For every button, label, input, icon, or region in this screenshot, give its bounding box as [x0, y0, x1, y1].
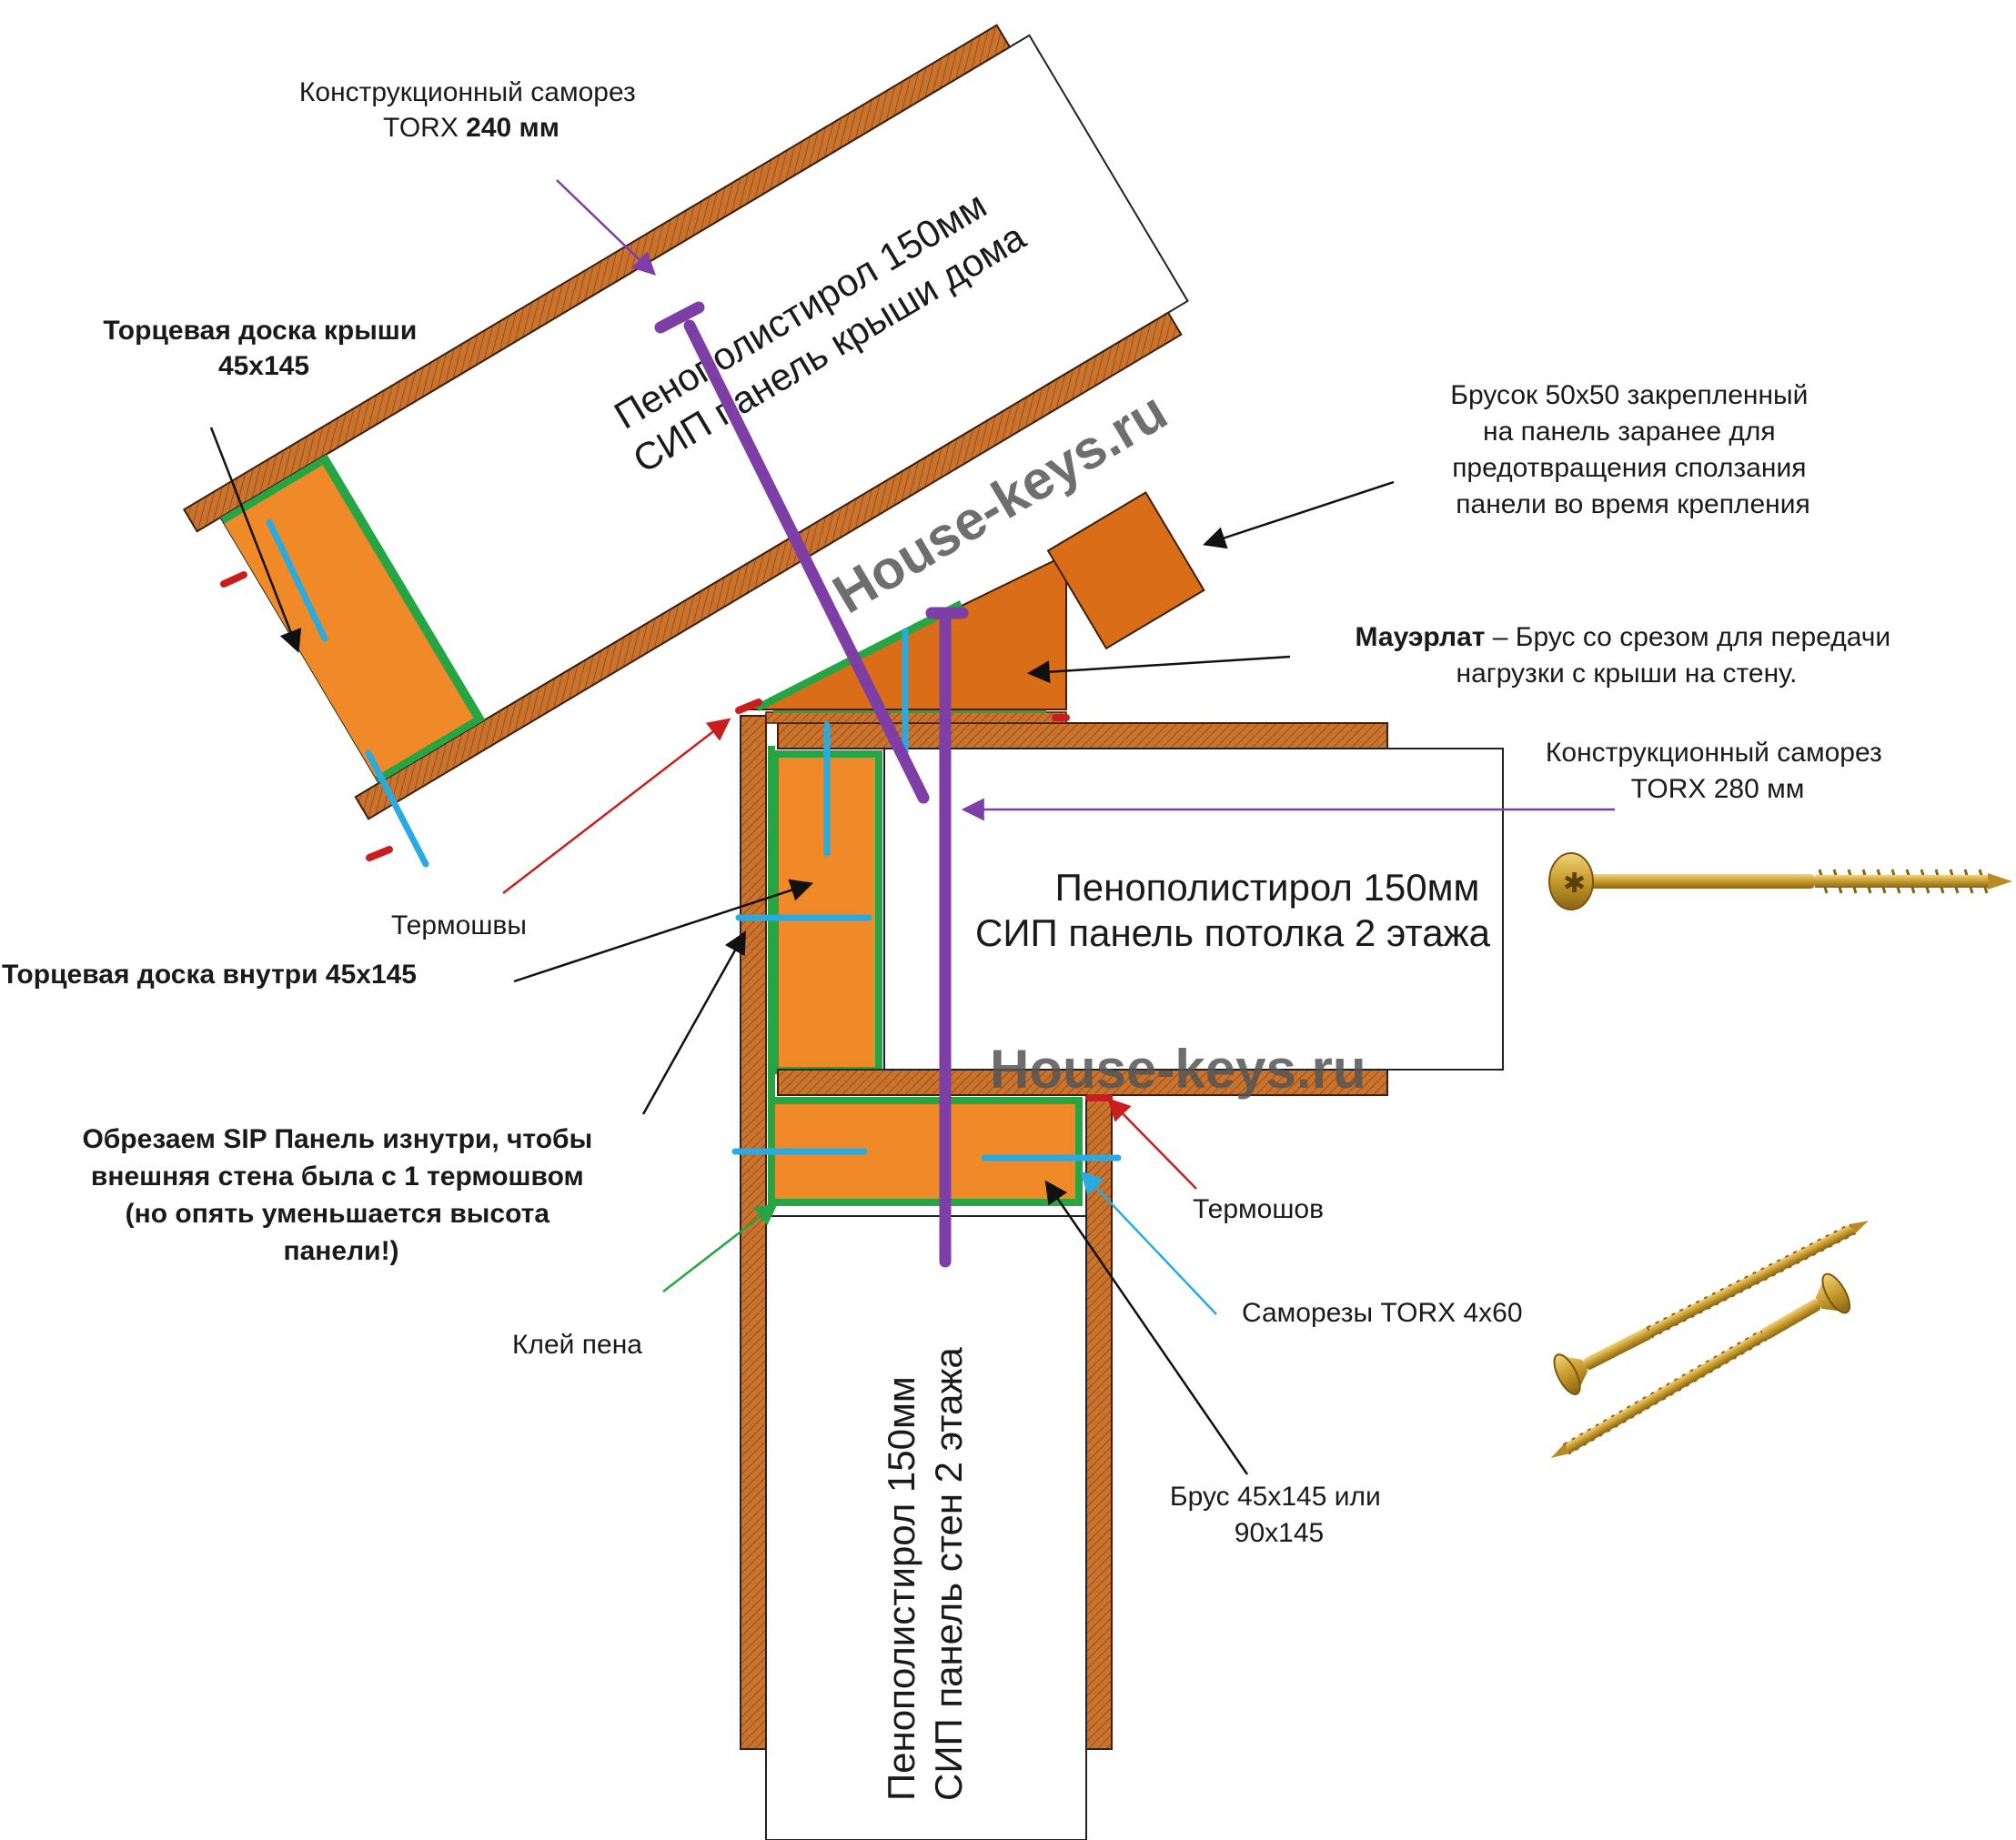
screw-b-head — [1821, 1272, 1851, 1314]
wall-top-plate — [765, 711, 1067, 724]
label-roof-end-board: Торцевая доска крыши 45х145 — [103, 316, 424, 381]
label-cut-sip-line3: (но опять уменьшается высота — [126, 1199, 550, 1229]
arrow-screws-4x60 — [1080, 1170, 1217, 1315]
screw-b-tip — [1550, 1443, 1570, 1458]
arrow-roof-end-board — [209, 427, 302, 653]
label-thermo-seam: Термошов — [1193, 1194, 1324, 1224]
wall-foam-core — [765, 1215, 1087, 1840]
arrow-bar50 — [1203, 480, 1395, 549]
screw280-shank — [1578, 874, 1815, 889]
ceiling-osb-top — [777, 722, 1388, 749]
label-screw240-bold: 240 мм — [466, 113, 559, 143]
screw280-threaded-core — [1815, 875, 1988, 888]
label-beam: Брус 45х145 или 90х145 — [1170, 1482, 1388, 1548]
label-mauerlat: Мауэрлат – Брус со срезом для передачи н… — [1356, 622, 1899, 689]
wall-top-beam — [768, 1097, 1083, 1206]
ceiling-osb-bottom — [777, 1069, 1388, 1096]
screw-b-shank — [1761, 1299, 1821, 1340]
ceiling-panel-text: Пенополистирол 150мм СИП панель потолка … — [975, 866, 1491, 954]
ceiling-panel-line2: СИП панель потолка 2 этажа — [975, 911, 1491, 954]
label-bar50-line1: Брусок 50х50 закрепленный — [1450, 380, 1808, 410]
roof-osb-top — [182, 24, 1012, 533]
torx-4x60-screw-icon — [1553, 1221, 1870, 1395]
arrow-inner-end-board — [513, 879, 813, 983]
label-mauerlat-line2: нагрузки с крыши на стену. — [1457, 659, 1798, 689]
arrow-glue-foam — [662, 1202, 779, 1292]
label-screw280: Конструкционный саморез TORX 280 мм — [1546, 738, 1890, 804]
arrow-beam — [1044, 1180, 1249, 1475]
screw-a-tip — [1850, 1221, 1870, 1234]
wall-panel-line2: СИП панель стен 2 этажа — [927, 1347, 970, 1801]
torx-4x60-screw-icon-2 — [1550, 1272, 1851, 1458]
long-screws — [654, 301, 969, 1268]
thermo-seal-roof-top — [220, 571, 247, 588]
wall-sip-panel: Пенополистирол 150мм СИП панель стен 2 э… — [740, 715, 1113, 1840]
label-mauerlat-line1: Мауэрлат – Брус со срезом для передачи — [1356, 622, 1891, 652]
ceiling-sip-panel: Пенополистирол 150мм СИП панель потолка … — [777, 722, 1504, 1096]
ceiling-panel-line1: Пенополистирол 150мм — [1055, 866, 1480, 909]
label-bar50-line3: предотвращения сползания — [1452, 453, 1806, 483]
label-inner-end-board: Торцевая доска внутри 45х145 — [2, 960, 417, 990]
roof-osb-bottom — [354, 311, 1183, 820]
thermo-seals — [220, 571, 1113, 1101]
label-mauerlat-rest: – Брус со срезом для передачи — [1485, 622, 1890, 652]
label-screw240: Конструкционный саморез TORX 240 мм — [299, 77, 643, 143]
arrow-cut-sip — [641, 930, 747, 1115]
arrow-thermo-seams — [502, 718, 731, 894]
label-glue-foam: Клей пена — [512, 1330, 642, 1360]
label-screw240-line2: TORX 240 мм — [383, 113, 559, 143]
ceiling-foam-core — [883, 748, 1504, 1071]
wall-osb-outer — [740, 715, 767, 1750]
screw280-tip — [1988, 873, 2012, 890]
roof-end-board-timber — [224, 465, 474, 778]
callout-arrows — [209, 179, 1615, 1475]
label-mauerlat-bold: Мауэрлат — [1356, 622, 1486, 652]
screw-240-head — [654, 301, 705, 334]
label-screw240-line1: Конструкционный саморез — [299, 77, 636, 107]
screw-roof-bottom — [365, 749, 429, 868]
roof-sip-panel: Пенополистирол 150мм СИП панель крыши до… — [182, 24, 1189, 820]
label-bar50-line2: на панель заранее для — [1483, 417, 1776, 447]
label-cut-sip-line4: панели!) — [283, 1236, 398, 1266]
arrow-mauerlat — [1026, 655, 1291, 684]
torx-280-screw-icon: ✱ — [1548, 852, 2012, 910]
arrow-screw240 — [556, 179, 657, 276]
label-screw280-line2: TORX 280 мм — [1631, 774, 1805, 804]
screw280-torx-glyph: ✱ — [1563, 869, 1586, 899]
cut-glue-strip — [768, 746, 775, 1101]
arrow-thermo-seam — [1107, 1098, 1197, 1190]
thermo-seal-roof-bottom — [366, 846, 393, 861]
label-bar50-line4: панели во время крепления — [1456, 489, 1809, 519]
screw-b-thread — [1562, 1329, 1768, 1455]
label-thermo-seams: Термошвы — [391, 910, 527, 940]
label-cut-sip-line1: Обрезаем SIP Панель изнутри, чтобы — [82, 1124, 592, 1154]
screw-roof-top — [266, 518, 328, 642]
label-screw280-line1: Конструкционный саморез — [1546, 738, 1882, 768]
label-bar50: Брусок 50х50 закрепленный на панель зара… — [1450, 380, 1815, 519]
label-screws-4x60: Саморезы TORX 4х60 — [1242, 1298, 1523, 1328]
small-screws — [266, 518, 1122, 1161]
wall-panel-line1: Пенополистирол 150мм — [880, 1376, 922, 1801]
screw-a-shank — [1583, 1327, 1652, 1370]
screw280-head — [1548, 852, 1594, 910]
label-cut-sip-line2: внешняя стена была с 1 термошвом — [91, 1161, 584, 1191]
label-roof-end-board-line1: Торцевая доска крыши — [103, 316, 417, 346]
label-cut-sip: Обрезаем SIP Панель изнутри, чтобы внешн… — [82, 1124, 600, 1266]
wall-osb-inner — [1085, 1093, 1113, 1750]
screw-a-thread — [1646, 1222, 1857, 1339]
screw-a-head — [1553, 1353, 1581, 1395]
thermo-seal-roof-wall — [735, 699, 762, 714]
wall-panel-text: Пенополистирол 150мм СИП панель стен 2 э… — [880, 1347, 970, 1801]
label-beam-line1: Брус 45х145 или — [1170, 1482, 1381, 1512]
watermark-ceiling: House-keys.ru — [990, 1039, 1366, 1100]
label-roof-end-board-line2: 45х145 — [218, 351, 309, 381]
screw-240-shaft — [683, 319, 930, 804]
label-screw240-prefix: TORX — [383, 113, 466, 143]
anti-slide-bar — [1046, 491, 1205, 650]
label-beam-line2: 90х145 — [1235, 1518, 1324, 1548]
